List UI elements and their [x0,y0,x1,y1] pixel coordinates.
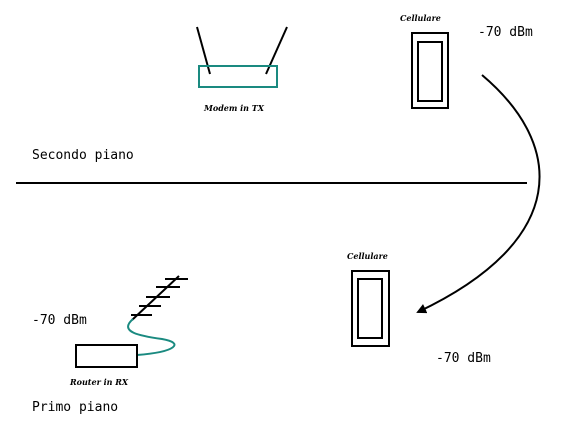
phone-upper-screen [417,41,443,102]
wifi-modem-icon [196,26,288,88]
mobile-phone-icon [351,270,390,347]
floor-label-upper: Secondo piano [32,148,134,163]
phone-lower-outer [351,270,390,347]
signal-lower-phone: -70 dBm [436,351,491,366]
signal-upper: -70 dBm [478,25,533,40]
router-body [75,344,138,368]
floor-label-lower: Primo piano [32,400,119,415]
yagi-antenna-icon [131,275,188,321]
phone-upper-outer [411,32,449,109]
mobile-phone-icon [411,32,449,109]
phone-upper-label: Cellulare [400,13,441,23]
phone-lower-label: Cellulare [347,251,388,261]
antenna-cable [127,318,176,356]
modem-body [198,65,278,88]
router-icon [75,344,138,368]
signal-arrow [416,74,541,314]
modem-label: Modem in TX [204,103,264,113]
phone-lower-screen [357,278,383,339]
signal-router: -70 dBm [32,313,87,328]
router-label: Router in RX [70,377,129,387]
